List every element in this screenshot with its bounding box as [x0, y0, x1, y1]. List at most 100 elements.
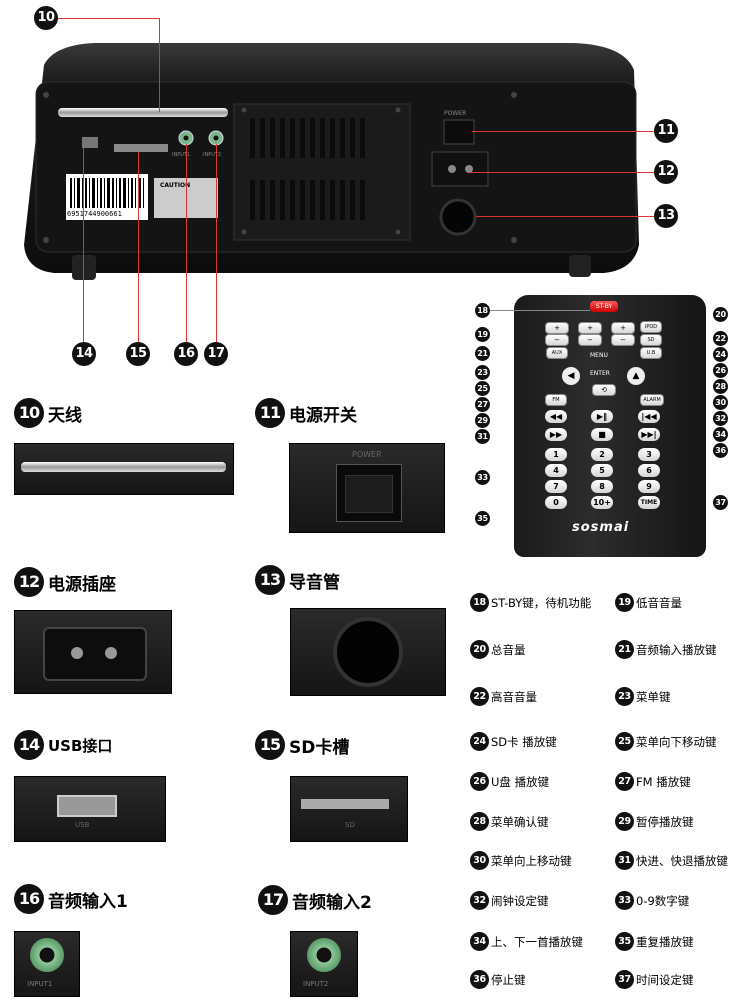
digit-6-button[interactable]: 6 [638, 464, 660, 477]
heading-power-socket: 12 电源插座 [14, 567, 116, 597]
callout-37: 37 [713, 495, 728, 510]
nav-right-button[interactable]: ▲ [627, 367, 645, 385]
heading-audio-in-1: 16 音频输入1 [14, 884, 128, 914]
sd-button[interactable]: SD [640, 334, 662, 346]
master-minus-button[interactable]: − [578, 334, 602, 346]
st-by-button[interactable]: ST-BY [590, 301, 618, 312]
power-switch-label: POWER [444, 110, 467, 117]
digit-7-button[interactable]: 7 [545, 480, 567, 493]
aux-button[interactable]: AUX [546, 347, 568, 359]
digit-3-button[interactable]: 3 [638, 448, 660, 461]
usb-photo: USB [14, 776, 166, 842]
alarm-button[interactable]: ALARM [640, 394, 664, 406]
callout-21: 21 [475, 346, 490, 361]
callout-32: 32 [713, 411, 728, 426]
callout-34: 34 [713, 427, 728, 442]
remote-control [514, 295, 706, 557]
callout-18: 18 [475, 303, 490, 318]
barcode-number: 6951744900661 [67, 210, 122, 218]
digit-1-button[interactable]: 1 [545, 448, 567, 461]
play-pause-button[interactable]: ▶‖ [591, 410, 613, 423]
digit-4-button[interactable]: 4 [545, 464, 567, 477]
power-switch-photo: POWER [289, 443, 445, 533]
heading-bass-port-label: 导音管 [289, 572, 340, 593]
digit-0-button[interactable]: 0 [545, 496, 567, 509]
usb-photo-label: USB [75, 821, 90, 829]
power-socket-photo [14, 610, 172, 694]
rewind-button[interactable]: ◀◀ [545, 410, 567, 423]
callout-35: 35 [475, 511, 490, 526]
power-photo-label: POWER [352, 450, 382, 459]
enter-label[interactable]: ENTER [590, 370, 610, 377]
treble-minus-button[interactable]: − [611, 334, 635, 346]
repeat-button[interactable]: ⟲ [592, 384, 616, 396]
input2-photo-label: INPUT2 [303, 980, 329, 988]
treble-plus-button[interactable]: + [611, 322, 635, 334]
bass-minus-button[interactable]: − [545, 334, 569, 346]
callout-12: 12 [654, 160, 678, 184]
digit-9-button[interactable]: 9 [638, 480, 660, 493]
sd-photo: SD [290, 776, 408, 842]
ub-button[interactable]: U.B [640, 347, 662, 359]
antenna-photo [14, 443, 234, 495]
ten-plus-button[interactable]: 10+ [591, 496, 613, 509]
callout-26: 26 [713, 363, 728, 378]
heading-bass-port: 13 导音管 [255, 565, 340, 595]
bass-plus-button[interactable]: + [545, 322, 569, 334]
callout-20: 20 [713, 307, 728, 322]
device-photo [14, 40, 644, 280]
menu-label[interactable]: MENU [590, 352, 608, 359]
caution-label: CAUTION [160, 182, 191, 189]
time-button[interactable]: TIME [638, 496, 660, 509]
heading-audio-in-1-label: 音频输入1 [48, 891, 128, 912]
heading-audio-in-2: 17 音频输入2 [258, 885, 372, 915]
digit-2-button[interactable]: 2 [591, 448, 613, 461]
digit-8-button[interactable]: 8 [591, 480, 613, 493]
heading-power-switch: 11 电源开关 [255, 398, 357, 428]
callout-36: 36 [713, 443, 728, 458]
callout-28: 28 [713, 379, 728, 394]
digit-5-button[interactable]: 5 [591, 464, 613, 477]
heading-antenna: 10 天线 [14, 398, 82, 428]
callout-31: 31 [475, 429, 490, 444]
callout-19: 19 [475, 327, 490, 342]
callout-30: 30 [713, 395, 728, 410]
callout-27: 27 [475, 397, 490, 412]
callout-15: 15 [126, 342, 150, 366]
callout-16: 16 [174, 342, 198, 366]
callout-17: 17 [204, 342, 228, 366]
audio-in-1-photo: INPUT1 [14, 931, 80, 997]
input2-label: INPUT2 [203, 152, 222, 158]
master-plus-button[interactable]: + [578, 322, 602, 334]
nav-left-button[interactable]: ◀ [562, 367, 580, 385]
next-track-button[interactable]: ▶▶| [638, 428, 660, 441]
ipod-button[interactable]: IPOD [640, 321, 662, 333]
callout-33: 33 [475, 470, 490, 485]
callout-23: 23 [475, 365, 490, 380]
audio-in-2-photo: INPUT2 [290, 931, 358, 997]
callout-25: 25 [475, 381, 490, 396]
prev-track-button[interactable]: |◀◀ [638, 410, 660, 423]
forward-button[interactable]: ▶▶ [545, 428, 567, 441]
stop-button[interactable]: ■ [591, 428, 613, 441]
heading-sd: 15 SD卡槽 [255, 730, 349, 760]
fm-button[interactable]: FM [545, 394, 567, 406]
